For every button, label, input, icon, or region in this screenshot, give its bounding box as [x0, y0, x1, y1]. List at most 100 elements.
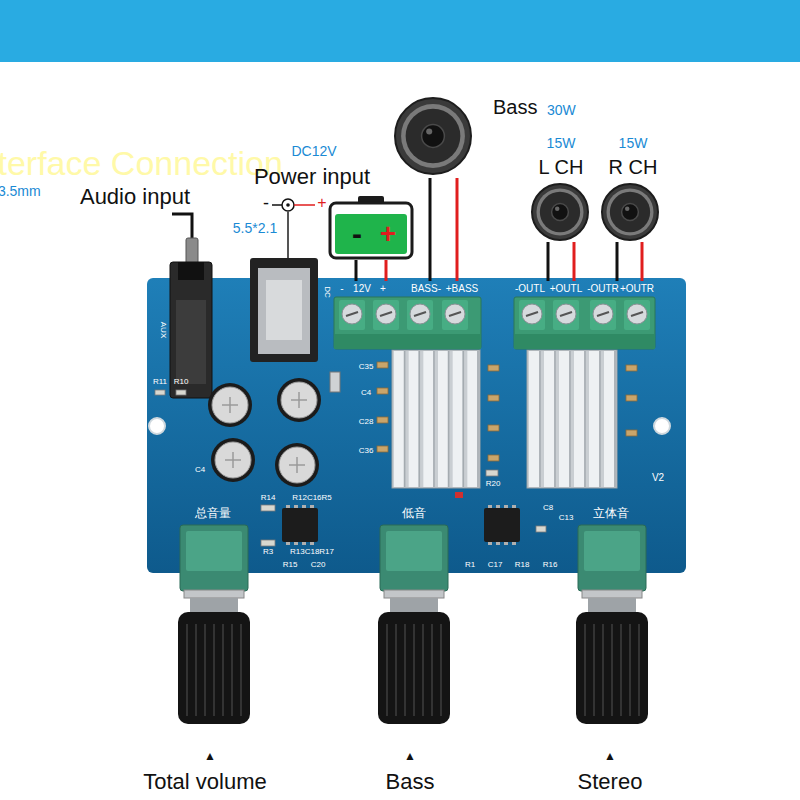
battery-art: [328, 194, 414, 260]
text-holder: R11: [153, 377, 167, 386]
capacitor-vent: [291, 392, 307, 408]
silkscreen-label: R14: [261, 493, 276, 502]
speaker-highlight: [426, 128, 432, 134]
silkscreen-label: R13C18R17: [290, 547, 334, 556]
text-holder: C13: [559, 513, 574, 522]
screw-slot: [526, 312, 538, 316]
speaker-frame: [395, 98, 471, 174]
knob-ridge: [404, 624, 406, 716]
screw-slot: [631, 312, 643, 316]
heatsink-fin: [544, 351, 554, 487]
smd-resistor: [486, 470, 498, 476]
ic-chip: [282, 508, 318, 542]
text-holder: 总音量: [195, 507, 231, 521]
potentiometer-face: [584, 531, 640, 571]
knob-ridge: [186, 624, 188, 716]
ic-pin: [512, 505, 516, 508]
ic-pin: [504, 505, 508, 508]
heatsink-groove: [584, 351, 586, 487]
silkscreen-label: 低音: [402, 507, 426, 521]
knob-ridge: [395, 624, 397, 716]
terminal-label: +: [380, 283, 386, 295]
speaker-frame: [602, 184, 658, 240]
silkscreen-label: 总音量: [195, 507, 231, 521]
text-holder: R1: [465, 560, 475, 569]
terminal-block: -12V+BASS-+BASS: [333, 281, 482, 349]
text-holder: R CH: [609, 156, 658, 179]
heatsink-fin: [409, 351, 419, 487]
potentiometer-face: [386, 531, 442, 571]
ic-pin: [302, 505, 306, 508]
knob-ridge: [638, 624, 640, 716]
text-holder: C20: [311, 560, 326, 569]
heatsink-fin: [529, 351, 539, 487]
text-holder: 5.5*2.1: [233, 220, 277, 236]
speaker: 15WR CH: [597, 132, 667, 242]
screw-slot: [560, 312, 572, 316]
callout-label: Audio input: [80, 184, 190, 209]
text-holder: R10: [174, 377, 189, 386]
text-holder: +OUTL: [550, 283, 583, 295]
speaker-cone: [610, 192, 650, 232]
text-holder: V2: [652, 472, 664, 484]
terminal-label: +BASS: [446, 283, 479, 295]
smd-capacitor: [626, 430, 637, 436]
heatsink-groove: [599, 351, 601, 487]
heatsink-groove: [463, 351, 465, 487]
silkscreen-label: R15: [283, 560, 298, 569]
capacitor: [275, 443, 319, 487]
callout-label: Bass: [386, 769, 435, 794]
text-holder: +: [380, 218, 396, 250]
text-holder: ▲: [604, 750, 616, 764]
text-holder: DC: [322, 286, 331, 298]
potentiometer-shaft: [190, 598, 238, 614]
smd-resistor: [536, 526, 546, 532]
ic-pin: [512, 542, 516, 545]
barrel-pin: [286, 203, 290, 207]
capacitor-top: [279, 447, 315, 483]
callout-label: Power input: [254, 164, 370, 189]
heatsink-fin: [559, 351, 569, 487]
speaker-label: Bass: [493, 96, 537, 119]
text-holder: R13C18R17: [290, 547, 334, 556]
terminal-cell: [407, 300, 433, 330]
terminal-cell: [590, 300, 616, 330]
screw-slot: [414, 312, 426, 316]
knob: [178, 612, 250, 724]
callout-label: ▲: [204, 750, 216, 764]
potentiometer-body: [578, 525, 646, 591]
negative-lead: [272, 204, 282, 206]
terminal-screw: [342, 304, 362, 324]
heatsink-groove: [433, 351, 435, 487]
heatsink-fin: [589, 351, 599, 487]
text-holder: Power input: [254, 164, 370, 189]
smd-capacitor: [377, 417, 388, 423]
text-holder: ▲: [404, 750, 416, 764]
silkscreen-label: AUX: [158, 322, 167, 338]
power-leader: [287, 211, 289, 258]
text-holder: R14: [261, 493, 276, 502]
speaker-label: L CH: [539, 156, 584, 179]
ic-pin: [286, 542, 290, 545]
callout-label: ▲: [404, 750, 416, 764]
dc-jack: [250, 258, 318, 362]
text-holder: C4: [195, 465, 205, 474]
smd-capacitor: [488, 365, 499, 371]
speaker-label: R CH: [609, 156, 658, 179]
text-holder: 低音: [402, 507, 426, 521]
smd-capacitor: [377, 446, 388, 452]
knob-ridge: [593, 624, 595, 716]
knob-ridge: [231, 624, 233, 716]
silkscreen-label: DC: [322, 286, 331, 298]
text-holder: C36: [359, 446, 374, 455]
polarity-sign: +: [380, 218, 396, 250]
silkscreen-label: R20: [486, 479, 501, 488]
text-holder: R20: [486, 479, 501, 488]
silkscreen-label: R1: [465, 560, 475, 569]
text-holder: C4: [361, 388, 371, 397]
silkscreen-label: C35: [359, 362, 374, 371]
screw-slot: [346, 312, 358, 316]
callout-label: ▲: [604, 750, 616, 764]
potentiometer-nut: [184, 590, 244, 598]
knob-ridge: [440, 624, 442, 716]
